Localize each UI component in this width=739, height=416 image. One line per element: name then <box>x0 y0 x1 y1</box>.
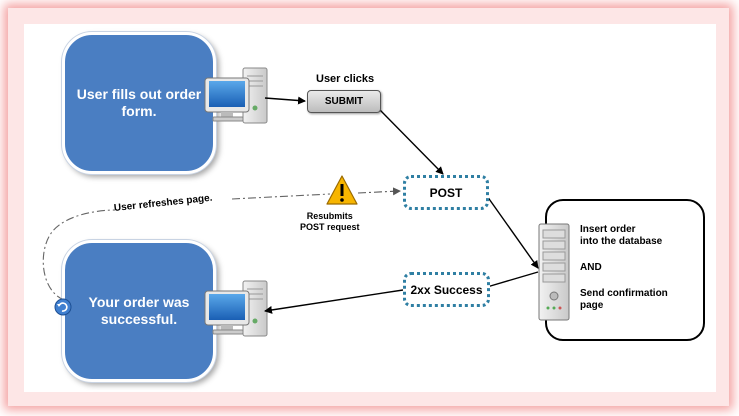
resubmit-line2: POST request <box>300 222 360 232</box>
refresh-icon <box>54 298 72 316</box>
server-step-box <box>545 199 705 341</box>
server-actions: Insert order into the database AND Send … <box>580 224 698 312</box>
success-response-box: 2xx Success <box>403 272 490 307</box>
arrow-post-to-server <box>486 195 539 269</box>
resubmit-arrow <box>357 187 401 196</box>
resubmit-path <box>231 193 331 200</box>
arrow-server-to-success <box>486 271 539 288</box>
order-success-step: Your order was successful. <box>62 240 216 382</box>
resubmit-label: Resubmits POST request <box>300 211 360 233</box>
computer-icon <box>204 67 268 124</box>
post-label: POST <box>429 185 463 200</box>
order-success-text: Your order was successful. <box>88 294 190 327</box>
server-line-send: Send confirmation page <box>580 288 668 311</box>
success-label: 2xx Success <box>410 282 483 297</box>
submit-button[interactable]: SUBMIT <box>307 90 381 113</box>
server-line-insert: Insert order into the database <box>580 224 663 247</box>
arrow-to-submit <box>264 96 306 105</box>
post-request-box: POST <box>403 175 489 210</box>
order-form-step: User fills out order form. <box>62 32 216 174</box>
refresh-loop-path <box>42 209 116 301</box>
arrow-success-to-computer <box>264 289 404 314</box>
warning-icon <box>326 175 358 205</box>
arrow-submit-to-post <box>378 108 444 175</box>
computer-icon <box>204 280 268 337</box>
user-clicks-label: User clicks <box>316 73 375 85</box>
server-line-and: AND <box>580 262 602 273</box>
server-icon <box>538 223 570 321</box>
order-form-text: User fills out order form. <box>76 86 202 119</box>
resubmit-line1: Resubmits <box>306 211 353 221</box>
